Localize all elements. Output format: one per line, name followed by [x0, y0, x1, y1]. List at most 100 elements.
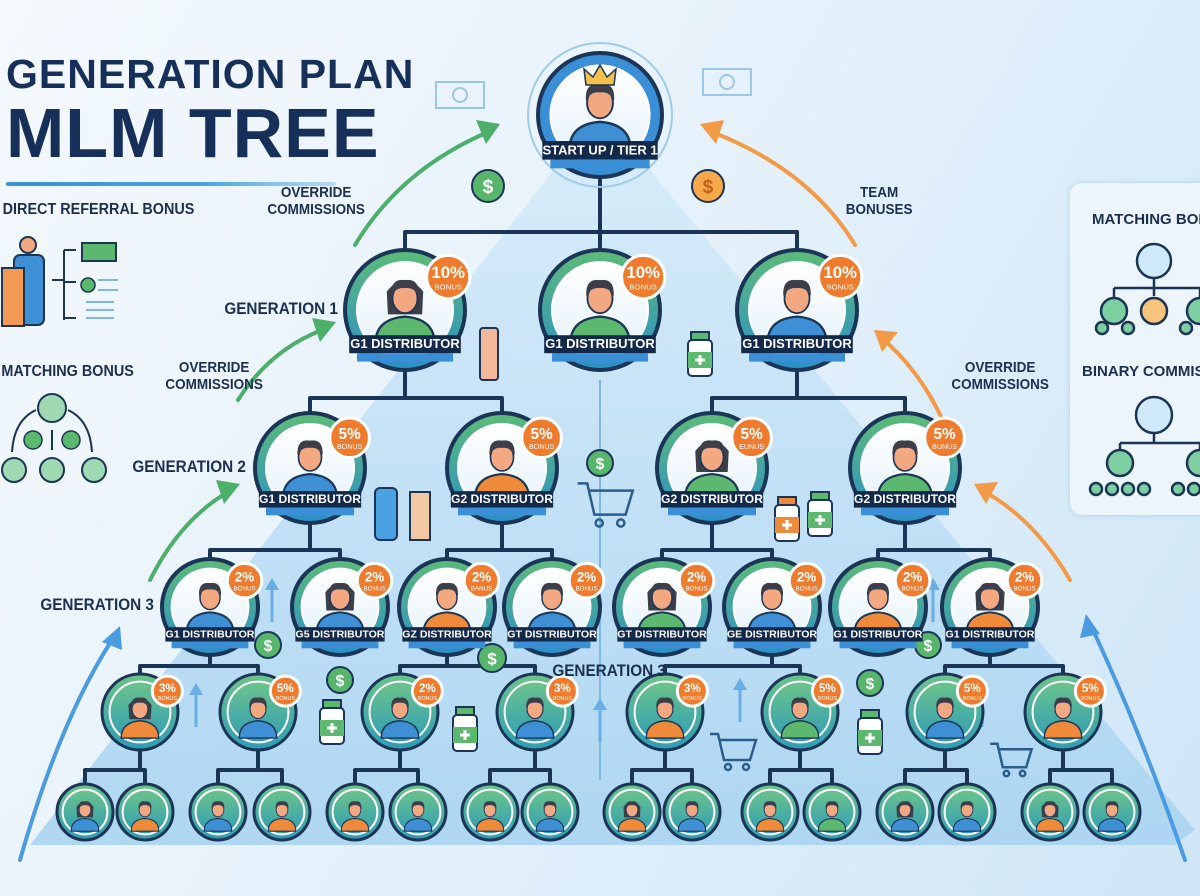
generation5-node[interactable] — [188, 782, 248, 842]
dollar-coin-icon: $ — [326, 666, 354, 694]
bonus-badge: 3%BONUS — [545, 674, 579, 708]
generation4-node[interactable]: 3%BONUS — [625, 672, 709, 752]
root-node[interactable]: START UP / TIER 1 — [527, 42, 673, 188]
generation5-node[interactable] — [388, 782, 448, 842]
badge-text: BONUS — [158, 696, 178, 702]
title-line-2: MLM TREE — [6, 94, 380, 172]
generation5-node[interactable] — [662, 782, 722, 842]
generation4-node[interactable]: 5%BONUS — [760, 672, 844, 752]
person-hair — [543, 801, 557, 809]
coin-symbol: $ — [703, 177, 714, 198]
generation5-node[interactable] — [802, 782, 862, 842]
generation5-node[interactable] — [740, 782, 800, 842]
bonus-badge: 10%BONUS — [817, 253, 864, 301]
person-body — [925, 720, 965, 739]
generation5-node[interactable] — [325, 782, 385, 842]
generation5-node[interactable] — [460, 782, 520, 842]
bonus-badge: 5%BONUS — [328, 416, 371, 460]
generation5-node[interactable] — [520, 782, 580, 842]
badge-text: BONUS — [683, 696, 703, 702]
bill-circle — [719, 74, 735, 90]
generation4-node[interactable]: 5%BONUS — [905, 672, 989, 752]
dollar-coin-icon: $ — [471, 169, 505, 203]
badge-circle — [520, 416, 563, 460]
cash-icon — [81, 242, 117, 262]
label-line: COMMISSIONS — [165, 376, 263, 393]
generation5-node[interactable] — [937, 782, 997, 842]
person-hair — [699, 440, 725, 456]
mini-tree-icons — [1088, 242, 1200, 497]
badge-circle — [268, 674, 302, 708]
binary-commissions-panel-heading: BINARY COMMISSIONS — [1082, 363, 1200, 380]
generation4-node[interactable]: 3%BONUS — [100, 672, 184, 752]
person-hair — [760, 582, 784, 596]
badge-circle — [730, 416, 773, 460]
generation5-node[interactable] — [1082, 782, 1142, 842]
person-hair — [328, 582, 352, 596]
badge-circle — [328, 416, 371, 460]
bottle-cap — [810, 491, 830, 501]
person-hair — [275, 801, 289, 809]
node-label: GT DISTRIBUTOR — [617, 629, 707, 641]
cream-tube-icon — [479, 327, 499, 381]
product-bottle-icon — [807, 491, 833, 537]
generation5-node[interactable] — [875, 782, 935, 842]
badge-circle — [893, 561, 932, 600]
person-hair — [211, 801, 225, 809]
node-label: START UP / TIER 1 — [542, 142, 657, 157]
label-line: OVERRIDE — [280, 184, 352, 201]
node-label-band — [833, 627, 923, 642]
dollar-bill-icon — [702, 68, 752, 96]
node-label-underband — [861, 507, 949, 516]
generation4-node[interactable]: 5%BONUS — [218, 672, 302, 752]
title-underline — [6, 182, 336, 186]
green-arrow — [236, 328, 324, 402]
generation4-node[interactable]: 5%BONUS — [1023, 672, 1107, 752]
bottle-cap — [690, 331, 710, 341]
direct-referral-bonus-heading: DIRECT REFERRAL BONUS — [2, 201, 195, 218]
person-hair — [625, 801, 639, 809]
badge-value: 3% — [684, 682, 702, 695]
node-label-band — [945, 627, 1035, 642]
person-body — [70, 817, 100, 832]
orange-arrow-head — [874, 330, 898, 352]
node-label: G1 DISTRIBUTOR — [350, 336, 460, 351]
person-body — [1043, 720, 1083, 739]
node-label-band — [450, 491, 554, 508]
label-line: TEAM — [859, 184, 899, 201]
node-label-underband — [408, 641, 486, 649]
badge-value: 5% — [338, 426, 361, 443]
badge-text: BONUS — [629, 283, 657, 292]
dollar-coin-icon: $ — [856, 669, 884, 697]
node-label-underband — [668, 507, 756, 516]
generation5-node[interactable] — [602, 782, 662, 842]
generation5-node[interactable] — [115, 782, 175, 842]
coin-symbol: $ — [483, 177, 494, 198]
generation4-node[interactable]: 3%BONUS — [495, 672, 579, 752]
generation5-node[interactable] — [252, 782, 312, 842]
node-label-underband — [951, 641, 1029, 649]
node-label-underband — [458, 507, 546, 516]
generation4-node[interactable]: 2%BONUS — [360, 672, 444, 752]
label-line: COMMISSIONS — [951, 376, 1049, 393]
coin-symbol: $ — [924, 638, 933, 655]
member-circle — [1, 457, 27, 483]
generation5-node[interactable] — [55, 782, 115, 842]
badge-circle — [810, 674, 844, 708]
generation5-node[interactable] — [1020, 782, 1080, 842]
